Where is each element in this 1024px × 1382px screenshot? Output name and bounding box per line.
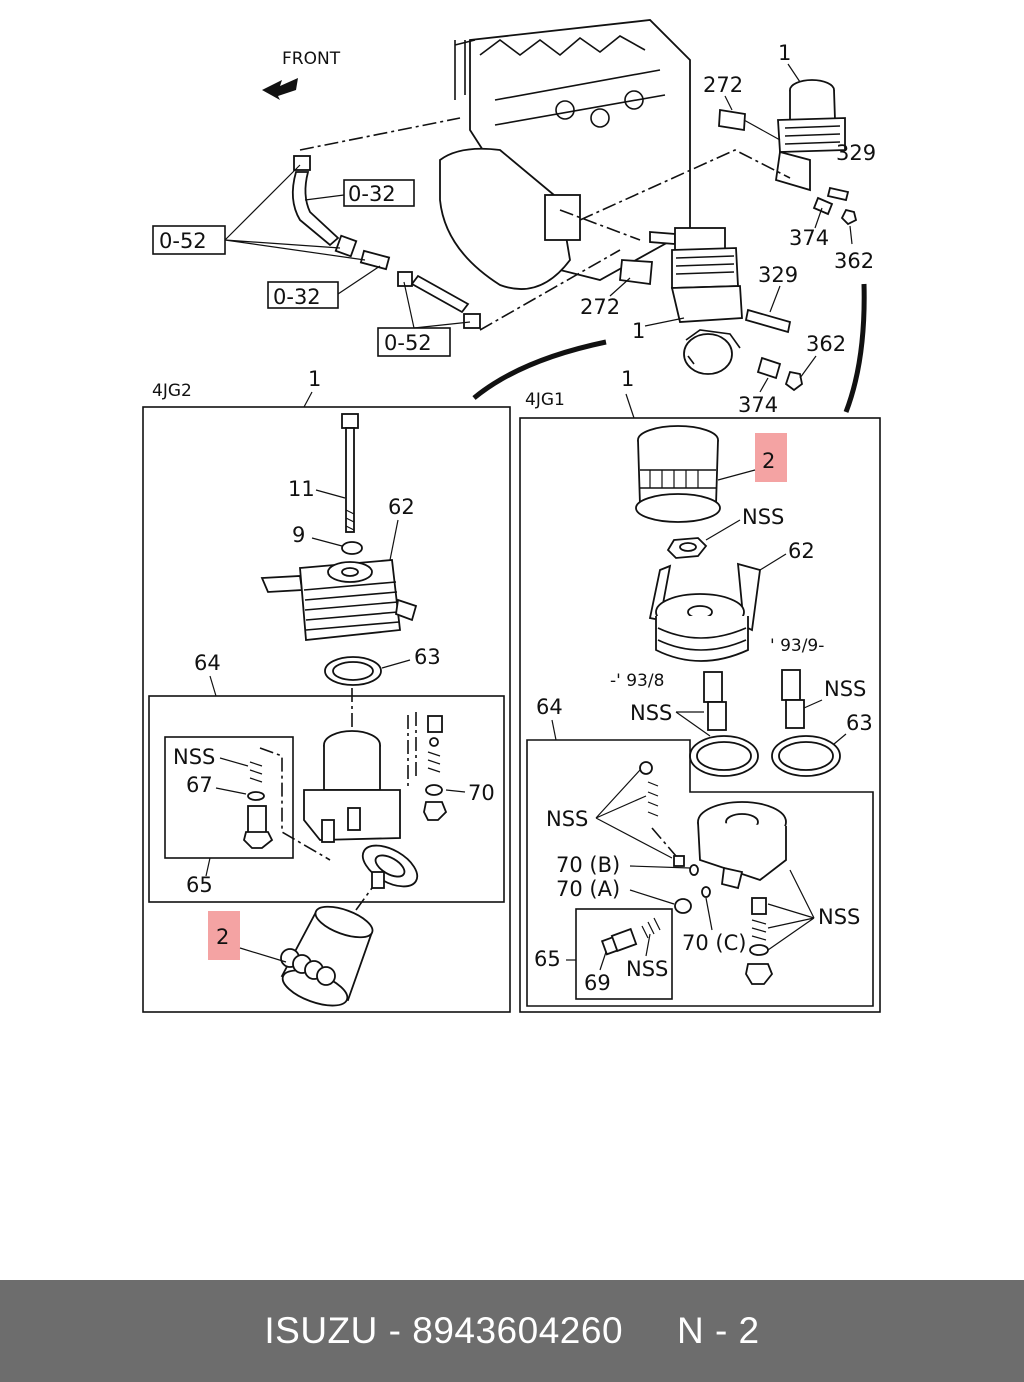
parts-diagram: FRONT 0-52 0-32 0-32 0-52 [142,19,881,1013]
svg-text:374: 374 [789,226,829,250]
svg-text:70 (C): 70 (C) [682,931,746,955]
variant-4jg1-label: 4JG1 [525,390,565,410]
svg-text:62: 62 [788,539,815,563]
footer-brand: ISUZU [264,1310,378,1351]
svg-text:63: 63 [414,645,441,669]
svg-text:0-32: 0-32 [273,285,321,309]
highlight-part-2-left [208,911,240,960]
svg-text:67: 67 [186,773,213,797]
svg-text:272: 272 [580,295,620,319]
svg-text:362: 362 [806,332,846,356]
svg-text:1: 1 [632,319,645,343]
svg-text:69: 69 [584,971,611,995]
svg-text:0-52: 0-52 [384,331,432,355]
svg-text:-' 93/8: -' 93/8 [610,671,664,691]
variant-4jg2-label: 4JG2 [152,381,192,401]
svg-text:1: 1 [621,367,634,391]
svg-text:NSS: NSS [824,677,866,701]
svg-text:70 (A): 70 (A) [556,877,620,901]
ref-box-032-b: 0-32 [267,265,381,309]
mid-cooler-assembly: 272 1 329 362 374 [580,227,846,417]
svg-text:65: 65 [534,947,561,971]
svg-text:2: 2 [216,925,229,949]
panel-4jg1: 4JG1 1 2 NSS 62 ' 93/9- -' 93/8 [519,367,881,1013]
svg-text:63: 63 [846,711,873,735]
hose-assembly [291,117,641,331]
footer-bar: ISUZU - 8943604260 N - 2 [0,1280,1024,1382]
svg-text:62: 62 [388,495,415,519]
engine-block [439,19,691,290]
svg-text:374: 374 [738,393,778,417]
highlight-part-2-right [755,433,787,482]
front-label: FRONT [282,49,341,69]
svg-text:329: 329 [758,263,798,287]
ref-box-052-b: 0-52 [377,281,471,357]
svg-text:362: 362 [834,249,874,273]
svg-text:NSS: NSS [546,807,588,831]
svg-text:70: 70 [468,781,495,805]
top-filter-assembly: 1 272 329 374 362 [579,41,876,273]
svg-text:1: 1 [308,367,321,391]
arc-right [843,283,867,413]
ref-box-032-a: 0-32 [304,179,415,207]
footer-page-ref: N - 2 [676,1310,760,1351]
svg-text:' 93/9-: ' 93/9- [770,636,824,656]
svg-text:NSS: NSS [173,745,215,769]
footer-part-number: 8943604260 [412,1310,624,1351]
front-arrow: FRONT [262,49,341,100]
svg-text:9: 9 [292,523,305,547]
panel-4jg2: 4JG2 1 11 9 62 63 64 [142,367,511,1013]
arc-left [472,339,607,400]
svg-text:64: 64 [194,651,221,675]
svg-text:1: 1 [778,41,791,65]
svg-text:64: 64 [536,695,563,719]
svg-text:NSS: NSS [630,701,672,725]
svg-text:0-52: 0-52 [159,229,207,253]
svg-text:2: 2 [762,449,775,473]
ref-box-052-a: 0-52 [152,164,366,261]
svg-text:65: 65 [186,873,213,897]
svg-text:NSS: NSS [626,957,668,981]
svg-text:272: 272 [703,73,743,97]
footer-gap [623,1310,677,1352]
svg-text:0-32: 0-32 [348,182,396,206]
svg-text:329: 329 [836,141,876,165]
svg-text:70 (B): 70 (B) [556,853,620,877]
footer-separator: - [377,1310,413,1351]
svg-text:11: 11 [288,477,315,501]
svg-text:NSS: NSS [742,505,784,529]
svg-text:NSS: NSS [818,905,860,929]
